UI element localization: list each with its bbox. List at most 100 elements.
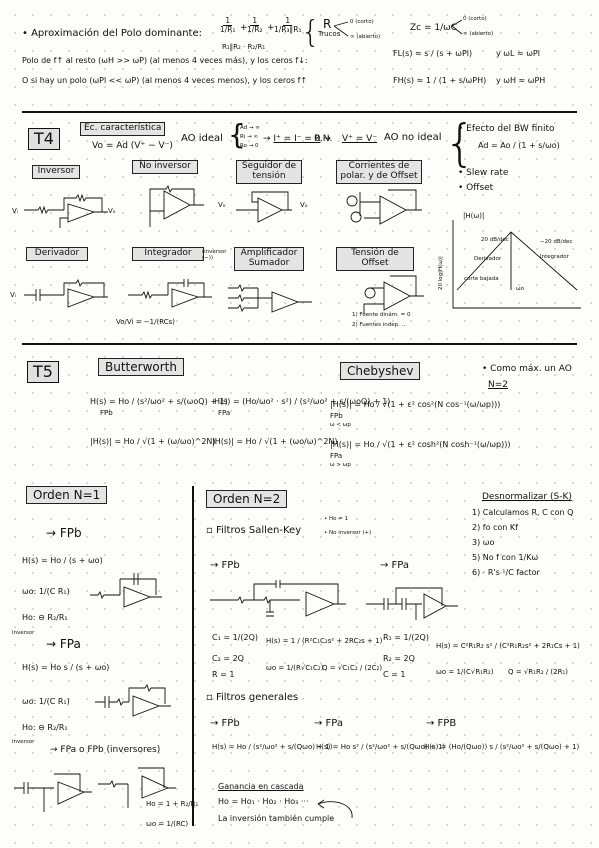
- sk-wo2: ωo = 1/(C√R₁R₂): [436, 668, 494, 676]
- opamp-sumador-icon: [228, 283, 312, 313]
- fh-formula: FH(s) ≈ 1 / (1 + s/ωPH): [393, 76, 487, 85]
- circuit-integrador-label: Integrador: [132, 247, 204, 261]
- orden1-label: Orden N=1: [26, 486, 108, 504]
- plus-2: +: [267, 23, 275, 33]
- sk-c2: C₂ = 2Q: [212, 654, 244, 663]
- trucos-label: Trucos: [318, 30, 341, 38]
- fg-fpbp: → FPB: [426, 718, 457, 729]
- desnorm-step-6: 6) · R's ¹/C factor: [472, 568, 540, 577]
- o1-ho2: Ho: ⊖ R₂/R₁: [22, 723, 68, 732]
- o1-h2: H(s) = Ho s / (s + ωo): [22, 663, 110, 672]
- plus-1: +: [240, 23, 248, 33]
- bw-fpa-h: H(s) = (Ho/ωo² · s²) / (s²/ωo² + s/(ωoQ)…: [214, 397, 391, 406]
- effect-bw: • Efecto del BW finito: [458, 124, 555, 134]
- polo-line-1: Polo de f↑ al resto (ωH >> ωP) (al menos…: [22, 56, 308, 65]
- bw-fpb-h: H(s) = Ho / (s²/ωo² + s/(ωoQ) + 1): [90, 397, 228, 406]
- o1-wo2: ωo: 1/(C R₁): [22, 697, 70, 706]
- opamp-offset-current-icon: [346, 189, 422, 225]
- bode-corte: corte bajada: [464, 276, 499, 282]
- effect-slew: • Slew rate: [458, 168, 509, 178]
- bode-wo: ωo: [516, 286, 524, 292]
- bw-mag-fpb: |H(s)| = Ho / √(1 + (ω/ωo)^2N): [90, 437, 216, 446]
- desnormalizar-title: Desnormalizar (S-K): [482, 492, 572, 502]
- polo-line-2: O si hay un polo (ωPl << ωP) (al menos 4…: [22, 76, 308, 85]
- ao-ideal: AO ideal: [181, 133, 223, 144]
- o1-ho: Ho: ⊖ R₂/R₁: [22, 613, 68, 622]
- vi-label-4: Vᵢ: [10, 291, 17, 299]
- inversion-note: La inversión también cumple: [218, 814, 335, 823]
- sk-h-fpb: H(s) = 1 / (R²C₁C₂s² + 2RC₂s + 1): [266, 637, 383, 645]
- circuit-corrientes-label: Corrientes de polar. y de Offset: [336, 160, 422, 184]
- zc-arrows: [451, 19, 463, 35]
- desnorm-step-2: 2) fo con Kf: [472, 523, 518, 532]
- vi-label-1: Vᵢ: [12, 207, 19, 215]
- circuit-inversor-label: Inversor: [32, 165, 80, 179]
- bode-plot-icon: [452, 220, 581, 309]
- sk-h-fpa: H(s) = C²R₁R₂ s² / (C²R₁R₂s² + 2R₁Cs + 1…: [436, 642, 580, 650]
- bw-fpa-tag: FPa: [218, 409, 231, 417]
- opamp-inversor-icon: [24, 193, 108, 228]
- fl-relation: y ωL ≈ ωPl: [496, 49, 540, 58]
- offset-step-1: 1) Fuente dinám. = 0: [352, 312, 411, 318]
- fl-formula: FL(s) ≈ s / (s + ωPl): [393, 49, 473, 58]
- fg-h-fpa: H(s) = Ho s² / (s²/ωo² + s/(Qωo) + 1): [316, 743, 446, 751]
- ch-fpa: |H(s)| = Ho / √(1 + ε² cosh²(N cosh⁻¹(ω/…: [330, 440, 511, 449]
- opamp-derivador-icon: [24, 278, 108, 308]
- r-open: ∞ (abierto): [350, 34, 381, 40]
- o1-fpb-circuit-icon: [90, 573, 162, 608]
- sk-r1: R₁ = 1/(2Q): [383, 633, 429, 642]
- sk-r: R = 1: [212, 670, 235, 679]
- bode-ylabel: 20 log|H(ω)|: [438, 256, 444, 290]
- bode-up: 20 dB/dec: [481, 237, 509, 243]
- desnorm-step-5: 5) No f con 1/Kω: [472, 553, 539, 562]
- fg-h-fpbp: H(s) = (Ho/(Qωo)) s / (s²/ωo² + s/(Qωo) …: [424, 743, 580, 751]
- vo-label-1: Vₒ: [108, 207, 116, 215]
- divider-1: [22, 111, 577, 113]
- o1-last-ho: Ho = 1 + R₂/R₁: [146, 800, 199, 808]
- circuit-seguidor-label: Seguidor de tensión: [236, 160, 302, 184]
- zc-formula: Zc = 1/ωC: [410, 23, 457, 33]
- vo-label-2: Vₒ: [218, 201, 226, 209]
- sk-fpa: → FPa: [380, 560, 410, 571]
- sk-note-1: • Ho = 1: [324, 516, 349, 522]
- offset-step-2: 2) Fuentes indep. ...: [352, 322, 407, 328]
- no-ideal-brace: {: [444, 114, 476, 172]
- sk-c: C = 1: [383, 670, 406, 679]
- t5-label: T5: [27, 361, 59, 383]
- integrador-note: (inversor (−)): [202, 249, 227, 262]
- ad-formula: Ad = Ao / (1 + s/ωo): [478, 141, 560, 150]
- o1-inv-title: → FPa o FPb (inversores): [50, 745, 161, 755]
- polo-dominante-title: • Aproximación del Polo dominante:: [22, 28, 202, 39]
- column-divider: [192, 486, 194, 826]
- ch-wgt: ω > ωp: [330, 462, 351, 468]
- orden2-label: Orden N=2: [206, 490, 288, 508]
- rn-result: V⁺ = V⁻: [342, 134, 378, 144]
- bode-integrador: Integrador: [540, 254, 569, 260]
- zc-open: ∞ (abierto): [463, 31, 494, 37]
- r-arrows: [333, 21, 349, 37]
- circuit-tension-offset-label: Tensión de Offset: [336, 247, 414, 271]
- o1-h: H(s) = Ho / (s + ωo): [22, 556, 103, 565]
- ao-no-ideal: AO no ideal: [384, 132, 442, 143]
- o1-inversor-tag: inversor: [12, 630, 35, 636]
- vo-label-3: Vₒ: [300, 201, 308, 209]
- opamp-tension-offset-icon: [363, 275, 424, 314]
- butterworth-label: Butterworth: [98, 358, 184, 376]
- opamp-seguidor-icon: [236, 191, 292, 223]
- ideal-cond-3: Ro → 0: [240, 143, 259, 149]
- zc-short: 0 (corto): [463, 16, 487, 22]
- n2-note: N=2: [488, 380, 508, 390]
- filtros-generales-title: ▫ Filtros generales: [206, 692, 299, 703]
- sk-r2: R₂ = 2Q: [383, 654, 415, 663]
- bode-title: |H(ω)|: [463, 212, 485, 220]
- o1-inversor-tag-2: inversor: [12, 739, 35, 745]
- ch-wlt: ω < ωp: [330, 422, 351, 428]
- r-short: 0 (corto): [350, 19, 374, 25]
- fg-fpb: → FPb: [210, 718, 240, 729]
- circuit-derivador-label: Derivador: [26, 247, 88, 261]
- o1-fpb: → FPb: [46, 526, 82, 540]
- desnorm-step-1: 1) Calculamos R, C con Q: [472, 508, 574, 517]
- ec-caracteristica-label: Ec. característica: [80, 122, 166, 136]
